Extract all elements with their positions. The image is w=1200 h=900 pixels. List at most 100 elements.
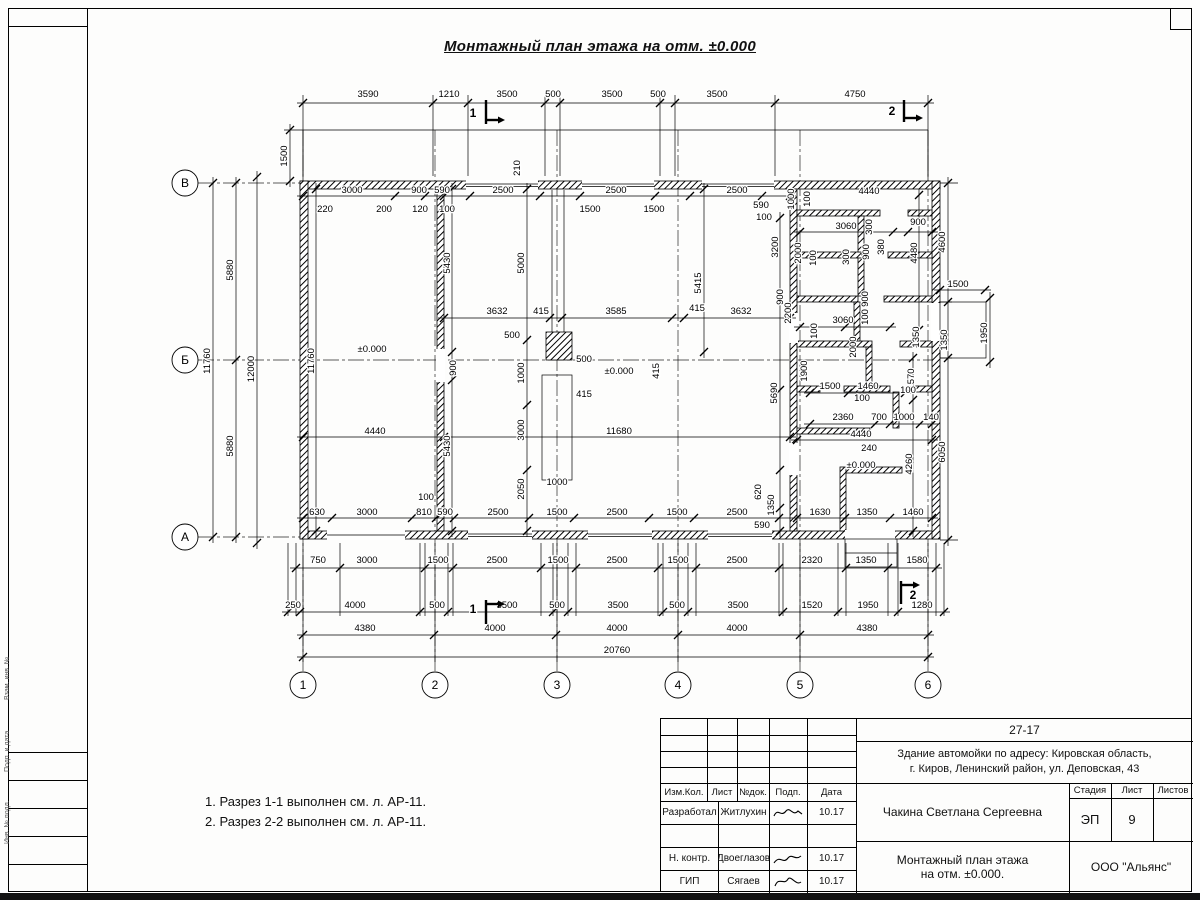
axis-label: 2 [432,678,439,692]
dimension-label: 3500 [706,89,727,100]
tb-col-izm: Изм.Кол. [664,786,704,798]
dimension-label: 3000 [356,507,377,518]
tb-date-developer: 10.17 [818,807,845,818]
tb-role-gip: ГИП [679,876,700,887]
margin-divider [8,26,88,27]
margin-label: Инв. № подл. [4,800,11,844]
axis-bubble [171,346,199,374]
dimension-label: 6050 [937,441,948,462]
dimension-label: 3060 [835,221,856,232]
dimension-label: 100 [860,309,871,325]
tb-col-data: Дата [820,786,843,798]
dimension-label: 900 [411,185,427,196]
dimension-label: 5000 [516,252,527,273]
signature-icon [773,855,802,863]
section-arrow [498,116,505,124]
dimension-label: 4440 [364,426,385,437]
dimension-label: 2000 [848,336,859,357]
axis-label: 4 [675,678,682,692]
dimension-label: 500 [545,89,561,100]
sheet-frame [8,8,1192,892]
axis-bubble [171,523,199,551]
tb-col-doc: №док. [739,786,767,798]
tb-drawing-title: Монтажный план этажа на отм. ±0.000. [856,841,1069,893]
dimension-label: 1350 [939,329,950,350]
tb-stage-value: ЭП [1080,812,1100,827]
dimension-label: 4480 [909,242,920,263]
dimension-label: 1000 [546,477,567,488]
margin-divider [8,808,88,809]
dimension-label: 300 [841,249,852,265]
dimension-label: 630 [309,507,325,518]
dimension-label: 4750 [844,89,865,100]
dimension-label: 5430 [442,435,453,456]
level-mark: ±0.000 [847,460,876,471]
dimension-label: 1000 [893,412,914,423]
tb-signature-ncontrol [769,847,807,870]
dimension-label: 4000 [606,623,627,634]
dimension-label: 4440 [850,429,871,440]
axis-label: Б [181,353,189,367]
dimension-label: 2200 [783,302,794,323]
level-mark: ±0.000 [358,344,387,355]
tb-object-line2: г. Киров, Ленинский район, ул. Деповская… [909,763,1140,775]
dimension-label: 1000 [516,362,527,383]
dimension-label: 4600 [937,231,948,252]
dimension-label: 2500 [606,555,627,566]
dimension-label: 4000 [726,623,747,634]
dimension-label: 900 [910,217,926,228]
dimension-label: 415 [651,363,662,379]
dimension-label: 2500 [492,185,513,196]
tb-name-gip: Сягаев [727,876,760,887]
section-arrow [916,114,923,122]
dimension-label: 3000 [516,419,527,440]
dimension-label: 415 [689,303,705,314]
dimension-label: 4000 [344,600,365,611]
axis-label: А [181,530,189,544]
level-mark: ±0.000 [605,366,634,377]
dimension-label: 5880 [225,259,236,280]
title-block: 27-17 Здание автомойки по адресу: Кировс… [660,718,1193,893]
dimension-label: 1350 [911,326,922,347]
tb-date-gip: 10.17 [818,876,845,887]
corner-box [1170,8,1192,30]
tb-signature-developer [769,801,807,824]
dimension-label: 2500 [486,555,507,566]
dimension-label: 3060 [832,315,853,326]
dimension-label: 1900 [799,360,810,381]
dimension-label: 1350 [766,494,777,515]
margin-divider [8,752,88,753]
dimension-label: 100 [900,385,916,396]
axis-bubble [914,671,942,699]
dimension-label: 2000 [793,242,804,263]
dimension-label: 1500 [546,507,567,518]
dimension-label: 3632 [486,306,507,317]
dimension-label: 1950 [979,322,990,343]
dimension-label: 3500 [601,89,622,100]
dimension-label: 620 [753,484,764,500]
dimension-label: 380 [876,239,887,255]
dimension-label: 1460 [857,381,878,392]
dimension-label: 4380 [856,623,877,634]
dimension-label: 700 [871,412,887,423]
dimension-label: 3200 [770,236,781,257]
dimension-label: 3590 [357,89,378,100]
dimension-label: 1630 [809,507,830,518]
dimension-label: 3500 [496,89,517,100]
signature-icon [773,808,803,816]
dimension-label: 590 [437,507,453,518]
dimension-label: 3000 [341,185,362,196]
dimension-label: 500 [549,600,565,611]
dimension-label: 500 [650,89,666,100]
axis-bubble [543,671,571,699]
dimension-label: 415 [533,306,549,317]
dimension-label: 1350 [856,507,877,518]
dimension-label: 1 [470,602,477,616]
dimension-label: 11760 [306,348,317,374]
dimension-label: 2500 [606,507,627,518]
scan-artifact-edge [0,893,1200,900]
tb-sheet-value: 9 [1128,812,1136,827]
dimension-label: 2 [910,588,917,602]
